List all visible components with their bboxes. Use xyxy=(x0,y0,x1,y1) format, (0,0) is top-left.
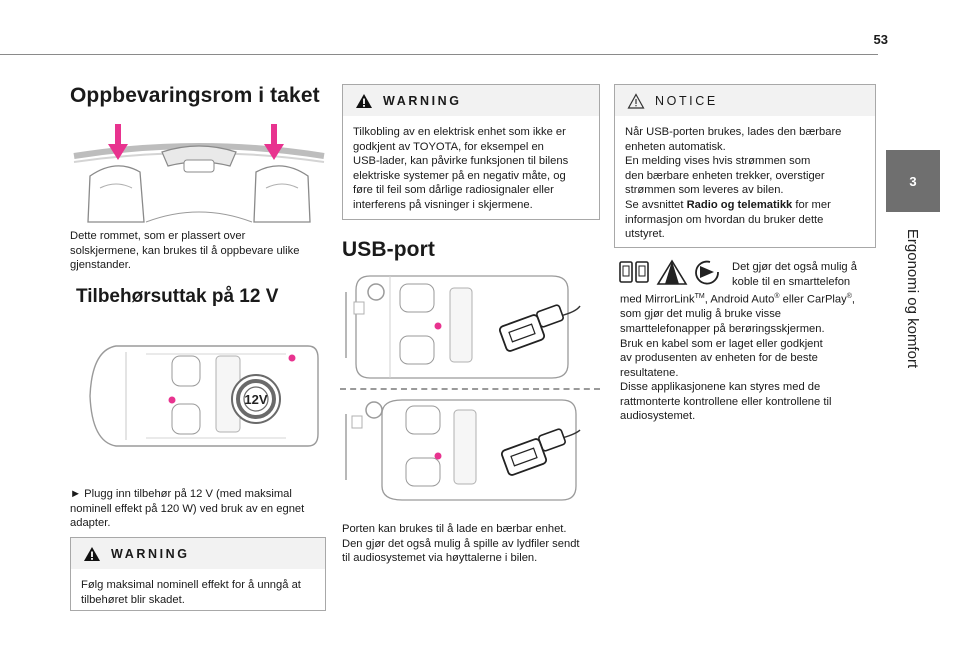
notice-header: NOTICE xyxy=(615,85,875,116)
steering-wheel-icon xyxy=(367,283,385,301)
usb-illustration-bottom xyxy=(345,399,581,501)
socket-instruction: ► Plugg inn tilbehør på 12 V (med maksim… xyxy=(70,488,305,530)
heading-usb-port: USB-port xyxy=(342,238,435,261)
header-rule xyxy=(0,54,878,55)
warning-box-socket: WARNING Følg maksimal nominell effekt fo… xyxy=(70,537,326,611)
socket-12v-icon: 12V xyxy=(231,374,281,424)
steering-wheel-icon xyxy=(365,401,383,419)
usb-marker xyxy=(434,322,442,330)
section-link[interactable]: Radio og telematikk xyxy=(686,198,793,211)
warning-header: WARNING xyxy=(71,538,325,569)
notice-triangle-icon xyxy=(627,92,645,109)
arrow-right-icon xyxy=(264,124,284,160)
usb-plug-icon xyxy=(500,428,581,476)
apps-description: med MirrorLinkTM, Android Auto® eller Ca… xyxy=(620,290,878,424)
warning-label: WARNING xyxy=(111,546,190,561)
page-number: 53 xyxy=(873,32,888,47)
socket-label: 12V xyxy=(244,392,267,407)
chapter-tab[interactable]: 3 xyxy=(886,150,940,212)
usb-plug-icon xyxy=(498,304,581,352)
warning-triangle-icon xyxy=(356,93,372,108)
apps-intro: Det gjør det også mulig å koble til en s… xyxy=(732,261,857,288)
chapter-number: 3 xyxy=(909,173,917,189)
carplay-icon xyxy=(695,260,719,285)
warning-header: WARNING xyxy=(343,85,599,116)
usb-description: Porten kan brukes til å lade en bærbar e… xyxy=(342,523,580,565)
notice-box: NOTICE Når USB-porten brukes, lades den … xyxy=(614,84,876,248)
warning-box-usb: WARNING Tilkobling av en elektrisk enhet… xyxy=(342,84,600,220)
socket-car-illustration: 12V xyxy=(89,345,319,447)
apps-brands-line: med MirrorLinkTM, Android Auto® eller Ca… xyxy=(620,293,855,306)
socket-marker-front xyxy=(288,354,296,362)
warning-body: Følg maksimal nominell effekt for å unng… xyxy=(81,579,301,606)
warning-body: Tilkobling av en elektrisk enhet som ikk… xyxy=(353,126,569,211)
illustration-divider xyxy=(340,388,600,390)
socket-marker-rear xyxy=(168,396,176,404)
arrow-left-icon xyxy=(108,124,128,160)
mirrorlink-icon xyxy=(619,261,649,283)
usb-illustration-top xyxy=(345,275,581,379)
notice-body: Når USB-porten brukes, lades den bærbare… xyxy=(615,116,875,250)
chapter-title: Ergonomi og komfort xyxy=(904,228,922,368)
roof-storage-illustration xyxy=(73,124,325,223)
app-icons xyxy=(619,259,719,285)
heading-12v-socket: Tilbehørsuttak på 12 V xyxy=(76,286,279,307)
notice-label: NOTICE xyxy=(655,93,718,108)
heading-roof-storage: Oppbevaringsrom i taket xyxy=(70,84,320,107)
notice-reference: Se avsnittet Radio og telematikk for mer xyxy=(625,198,831,211)
warning-triangle-icon xyxy=(84,546,100,561)
storage-description: Dette rommet, som er plassert over solsk… xyxy=(70,230,300,272)
warning-label: WARNING xyxy=(383,93,462,108)
android-auto-icon xyxy=(656,259,688,285)
usb-marker xyxy=(434,452,442,460)
